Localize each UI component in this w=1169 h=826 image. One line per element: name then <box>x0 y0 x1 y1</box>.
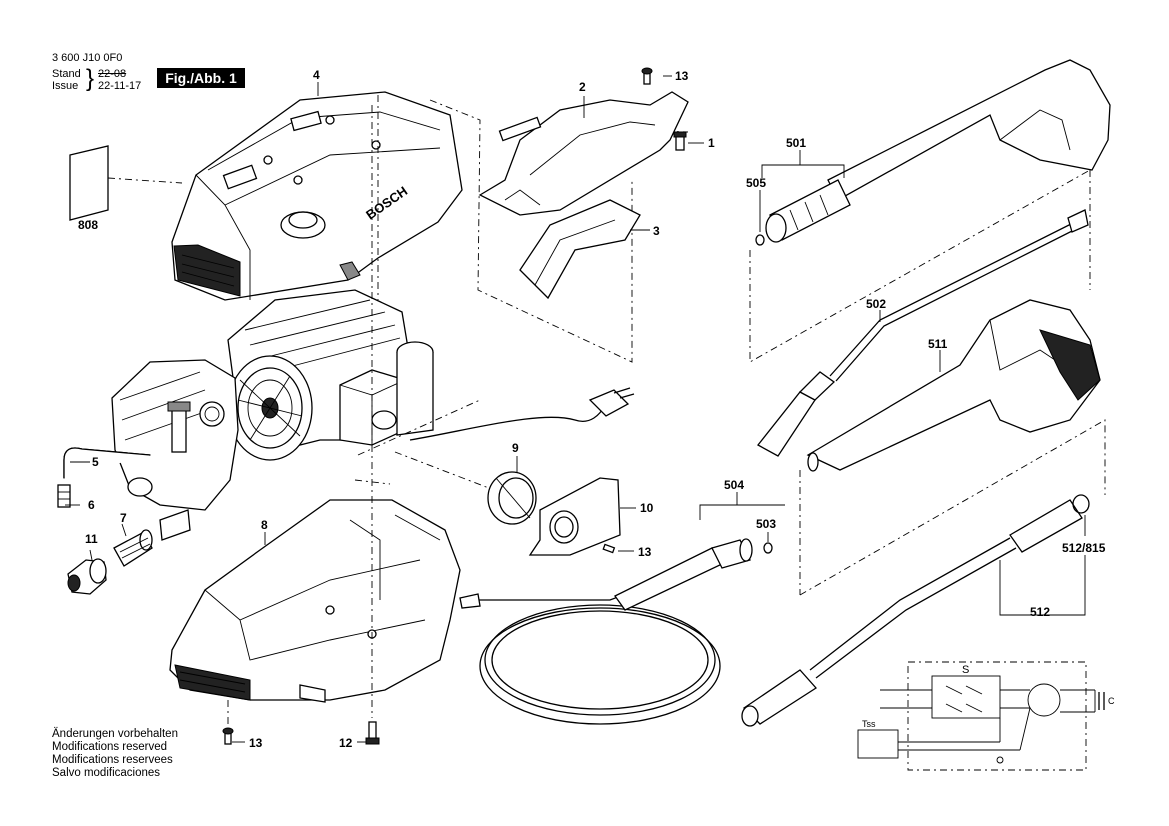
screw-1 <box>673 131 687 151</box>
part-number-504: 504 <box>724 478 745 492</box>
part-number-8: 8 <box>261 518 268 532</box>
part-number-511: 511 <box>928 337 948 351</box>
part-number-4: 4 <box>313 68 320 82</box>
part-number-505: 505 <box>746 176 767 190</box>
part-number-13-bottom: 13 <box>249 736 263 750</box>
part-number-10: 10 <box>640 501 654 515</box>
footer-note-fr: Modifications reservees <box>52 754 173 766</box>
part-number-512-815: 512/815 <box>1062 541 1106 555</box>
screw-12 <box>365 721 380 745</box>
part-number-6: 6 <box>88 498 95 512</box>
power-plug <box>588 387 635 417</box>
part-number-13-mid: 13 <box>638 545 652 559</box>
screw-13-mid <box>602 543 616 554</box>
footer-note-es: Salvo modificaciones <box>52 767 161 779</box>
o-ring-512-815 <box>1072 494 1090 514</box>
part-number-2: 2 <box>579 80 586 94</box>
base-housing <box>169 499 461 703</box>
footer-note-de: Änderungen vorbehalten <box>52 728 178 740</box>
part-number-3: 3 <box>653 224 660 238</box>
carry-handle <box>478 91 689 216</box>
part-number-9: 9 <box>512 441 519 455</box>
hose-holder-10 <box>528 477 621 556</box>
figure-label: Fig./Abb. 1 <box>157 68 245 88</box>
o-ring-505 <box>755 234 765 246</box>
spray-gun-511 <box>806 299 1101 472</box>
part-number-5: 5 <box>92 455 99 469</box>
footer-note-en: Modifications reserved <box>52 741 168 753</box>
part-number-501: 501 <box>786 136 807 150</box>
document-number: 3 600 J10 0F0 <box>52 52 123 64</box>
spray-gun-501 <box>765 59 1111 243</box>
inlet-coupling-11 <box>67 558 107 595</box>
filter-7 <box>113 529 153 567</box>
label-sheet-808 <box>69 145 109 221</box>
part-number-512: 512 <box>1030 605 1051 619</box>
screw-13-top <box>641 67 653 85</box>
part-number-808: 808 <box>78 218 99 232</box>
pump-assembly <box>111 359 239 541</box>
o-ring-503 <box>763 542 773 554</box>
schematic-c-label: C <box>1108 696 1115 706</box>
part-number-7: 7 <box>120 511 127 525</box>
motor-assembly <box>227 289 434 461</box>
high-pressure-hose <box>459 538 753 725</box>
part-number-1: 1 <box>708 136 715 150</box>
screw-13-bottom <box>222 727 234 745</box>
stand-label: Stand <box>52 68 81 80</box>
issue-date: 22-11-17 <box>98 80 142 92</box>
part-number-11: 11 <box>85 532 98 546</box>
cap-9 <box>487 471 537 525</box>
issue-label: Issue <box>52 80 79 92</box>
nipple-6 <box>57 484 71 508</box>
lance-502 <box>757 209 1089 457</box>
top-cover-housing <box>171 91 463 301</box>
part-number-13-top: 13 <box>675 69 689 83</box>
part-number-12: 12 <box>339 736 353 750</box>
schematic-tss-label: Tss <box>862 719 876 729</box>
stand-date-struck: 22-08 <box>98 68 127 80</box>
wiring-schematic <box>857 661 1105 771</box>
schematic-switch-label: S <box>962 664 969 676</box>
part-number-502: 502 <box>866 297 887 311</box>
brace: } <box>86 65 95 92</box>
lance-512 <box>741 499 1083 727</box>
handle-bracket <box>519 199 641 300</box>
part-number-503: 503 <box>756 517 777 531</box>
